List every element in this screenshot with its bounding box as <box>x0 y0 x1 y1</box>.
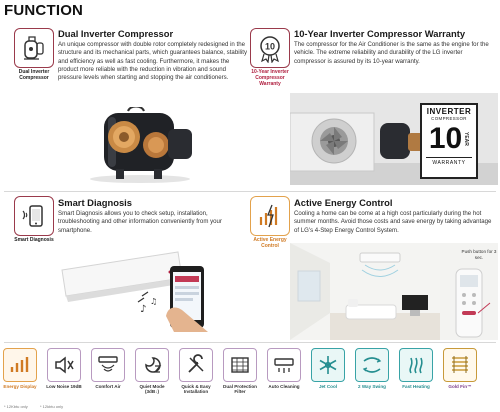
heating-icon <box>399 348 433 382</box>
warranty-badge-number: 10 <box>428 122 463 155</box>
feature-gold-fin: Gold Fin™ <box>440 348 480 389</box>
feature-label: Comfort Air <box>95 384 121 389</box>
feature-auto-cleaning: Auto Cleaning <box>264 348 304 389</box>
section-divider <box>4 191 496 192</box>
quiet-mode-icon <box>135 348 169 382</box>
tools-icon <box>179 348 213 382</box>
indoor-unit-phone-image: ♪ ♫ <box>58 236 218 336</box>
energy-control-title: Active Energy Control <box>294 197 393 208</box>
warranty-badge-year: YEAR <box>463 132 470 146</box>
svg-text:♪: ♪ <box>140 304 146 315</box>
living-room-image: Push button for 3 sec. <box>290 243 498 340</box>
feature-label: Auto Cleaning <box>268 384 300 389</box>
auto-cleaning-icon <box>267 348 301 382</box>
smart-diagnosis-icon <box>14 196 54 236</box>
feature-label: Dual Protection Filter <box>223 384 257 395</box>
warranty-badge: INVERTER COMPRESSOR 10 YEAR WARRANTY <box>420 103 478 179</box>
feature-label: Low Noise 19dB <box>46 384 82 389</box>
feature-fast-heating: Fast Heating <box>396 348 436 389</box>
comfort-air-icon <box>91 348 125 382</box>
footnote-right: * 12kbtu only <box>40 404 64 409</box>
feature-label: Jet Cool <box>318 384 338 389</box>
feature-quick-installation: Quick & Easy Installation <box>176 348 216 395</box>
warranty-text: The compressor for the Air Conditioner i… <box>294 41 489 65</box>
warranty-icon-number: 10 <box>265 42 275 52</box>
snowflake-icon <box>311 348 345 382</box>
feature-energy-display: Energy Display <box>0 348 40 389</box>
feature-label: Energy Display <box>3 384 37 389</box>
warranty-badge-sub: COMPRESSOR <box>431 116 467 121</box>
compressor-image <box>70 105 210 185</box>
smart-diagnosis-title: Smart Diagnosis <box>58 197 132 208</box>
dual-compressor-text: An unique compressor with double rotor c… <box>58 41 248 82</box>
remote-note: Push button for 3 sec. <box>461 249 497 260</box>
speaker-icon <box>47 348 81 382</box>
outdoor-unit-image: INVERTER COMPRESSOR 10 YEAR WARRANTY <box>290 93 498 185</box>
feature-2-way-swing: 2 Way Swing <box>352 348 392 389</box>
feature-label: Gold Fin™ <box>448 384 472 389</box>
feature-label: 2 Way Swing <box>358 384 386 389</box>
footnote-left: * 12Kbtu only <box>4 404 28 409</box>
feature-comfort-air: Comfort Air <box>88 348 128 389</box>
smart-diagnosis-icon-caption: Smart Diagnosis <box>14 237 54 243</box>
page-title: FUNCTION <box>4 2 84 19</box>
feature-quiet-mode: Quiet Mode (3dB↓) <box>132 348 172 395</box>
dual-compressor-title: Dual Inverter Compressor <box>58 28 174 39</box>
warranty-title: 10-Year Inverter Compressor Warranty <box>294 28 466 39</box>
compressor-icon-caption: Dual Inverter Compressor <box>18 69 50 81</box>
energy-control-icon-caption: Active Energy Control <box>253 237 287 249</box>
warranty-icon-caption: 10-Year Inverter Compressor Warranty <box>251 69 289 87</box>
svg-text:♫: ♫ <box>150 297 157 306</box>
feature-label: Fast Heating <box>402 384 430 389</box>
gold-fin-icon <box>443 348 477 382</box>
feature-low-noise: Low Noise 19dB <box>44 348 84 389</box>
feature-dual-filter: Dual Protection Filter <box>220 348 260 395</box>
filter-icon <box>223 348 257 382</box>
feature-label: Quiet Mode (3dB↓) <box>139 384 165 395</box>
features-divider <box>4 342 496 343</box>
energy-control-text: Cooling a home can be come at a high cos… <box>294 210 492 234</box>
feature-jet-cool: Jet Cool <box>308 348 348 389</box>
swing-icon <box>355 348 389 382</box>
warranty-badge-bottom: WARRANTY <box>426 157 472 166</box>
energy-display-icon <box>3 348 37 382</box>
energy-control-icon <box>250 196 290 236</box>
compressor-icon <box>14 28 54 68</box>
smart-diagnosis-text: Smart Diagnosis allows you to check setu… <box>58 210 222 234</box>
warranty-icon: 10 <box>250 28 290 68</box>
feature-label: Quick & Easy Installation <box>181 384 211 395</box>
warranty-badge-top: INVERTER <box>426 107 472 116</box>
